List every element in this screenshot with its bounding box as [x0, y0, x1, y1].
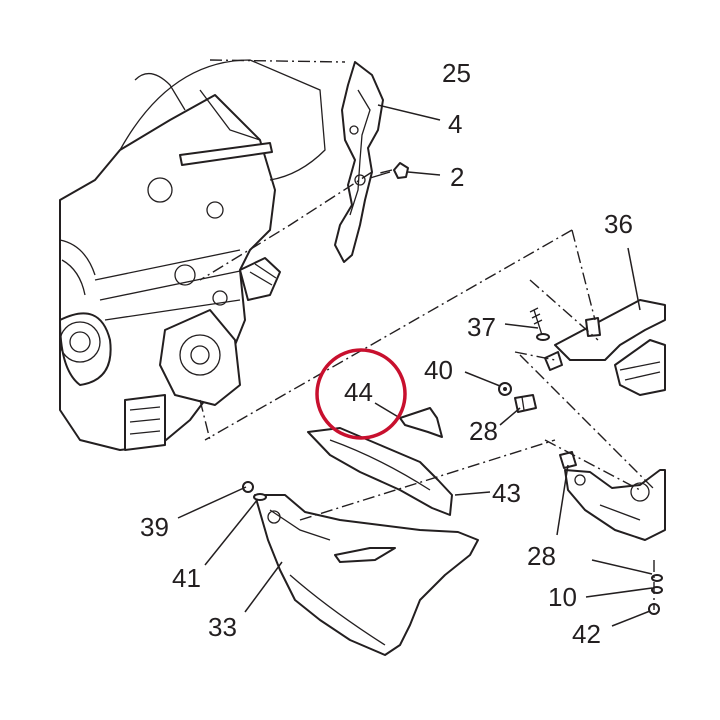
part-36-bracket	[544, 299, 666, 396]
engine-assembly	[59, 59, 326, 451]
part-39-screw	[242, 481, 254, 493]
part-37-screw	[529, 307, 550, 341]
callout-2: 2	[450, 162, 464, 192]
callout-28-lower: 28	[527, 541, 556, 571]
callout-36: 36	[604, 209, 633, 239]
callout-41: 41	[172, 563, 201, 593]
part-40-screw	[498, 382, 512, 396]
leader-lines	[177, 104, 653, 627]
callout-42: 42	[572, 619, 601, 649]
callout-labels: 25 4 2 36 37 40 44 28 43 39 41 33 28 10 …	[140, 58, 633, 649]
part-41-washer	[253, 493, 267, 501]
part-28-clip-upper	[514, 394, 537, 413]
callout-4: 4	[448, 109, 462, 139]
highlight-circle	[315, 348, 407, 440]
callout-33: 33	[208, 612, 237, 642]
assembly-lines	[199, 59, 656, 610]
part-43-panel	[307, 427, 453, 516]
part-4-bracket	[334, 61, 384, 263]
part-33-fairing	[254, 494, 479, 656]
part-2-screw	[369, 162, 409, 179]
callout-25: 25	[442, 58, 471, 88]
callout-10: 10	[548, 582, 577, 612]
callout-43: 43	[492, 478, 521, 508]
callout-28-upper: 28	[469, 416, 498, 446]
callout-39: 39	[140, 512, 169, 542]
callout-44: 44	[344, 377, 373, 407]
part-44-trim-piece	[399, 407, 443, 438]
callout-40: 40	[424, 355, 453, 385]
lower-right-bracket	[559, 451, 666, 541]
callout-37: 37	[467, 312, 496, 342]
